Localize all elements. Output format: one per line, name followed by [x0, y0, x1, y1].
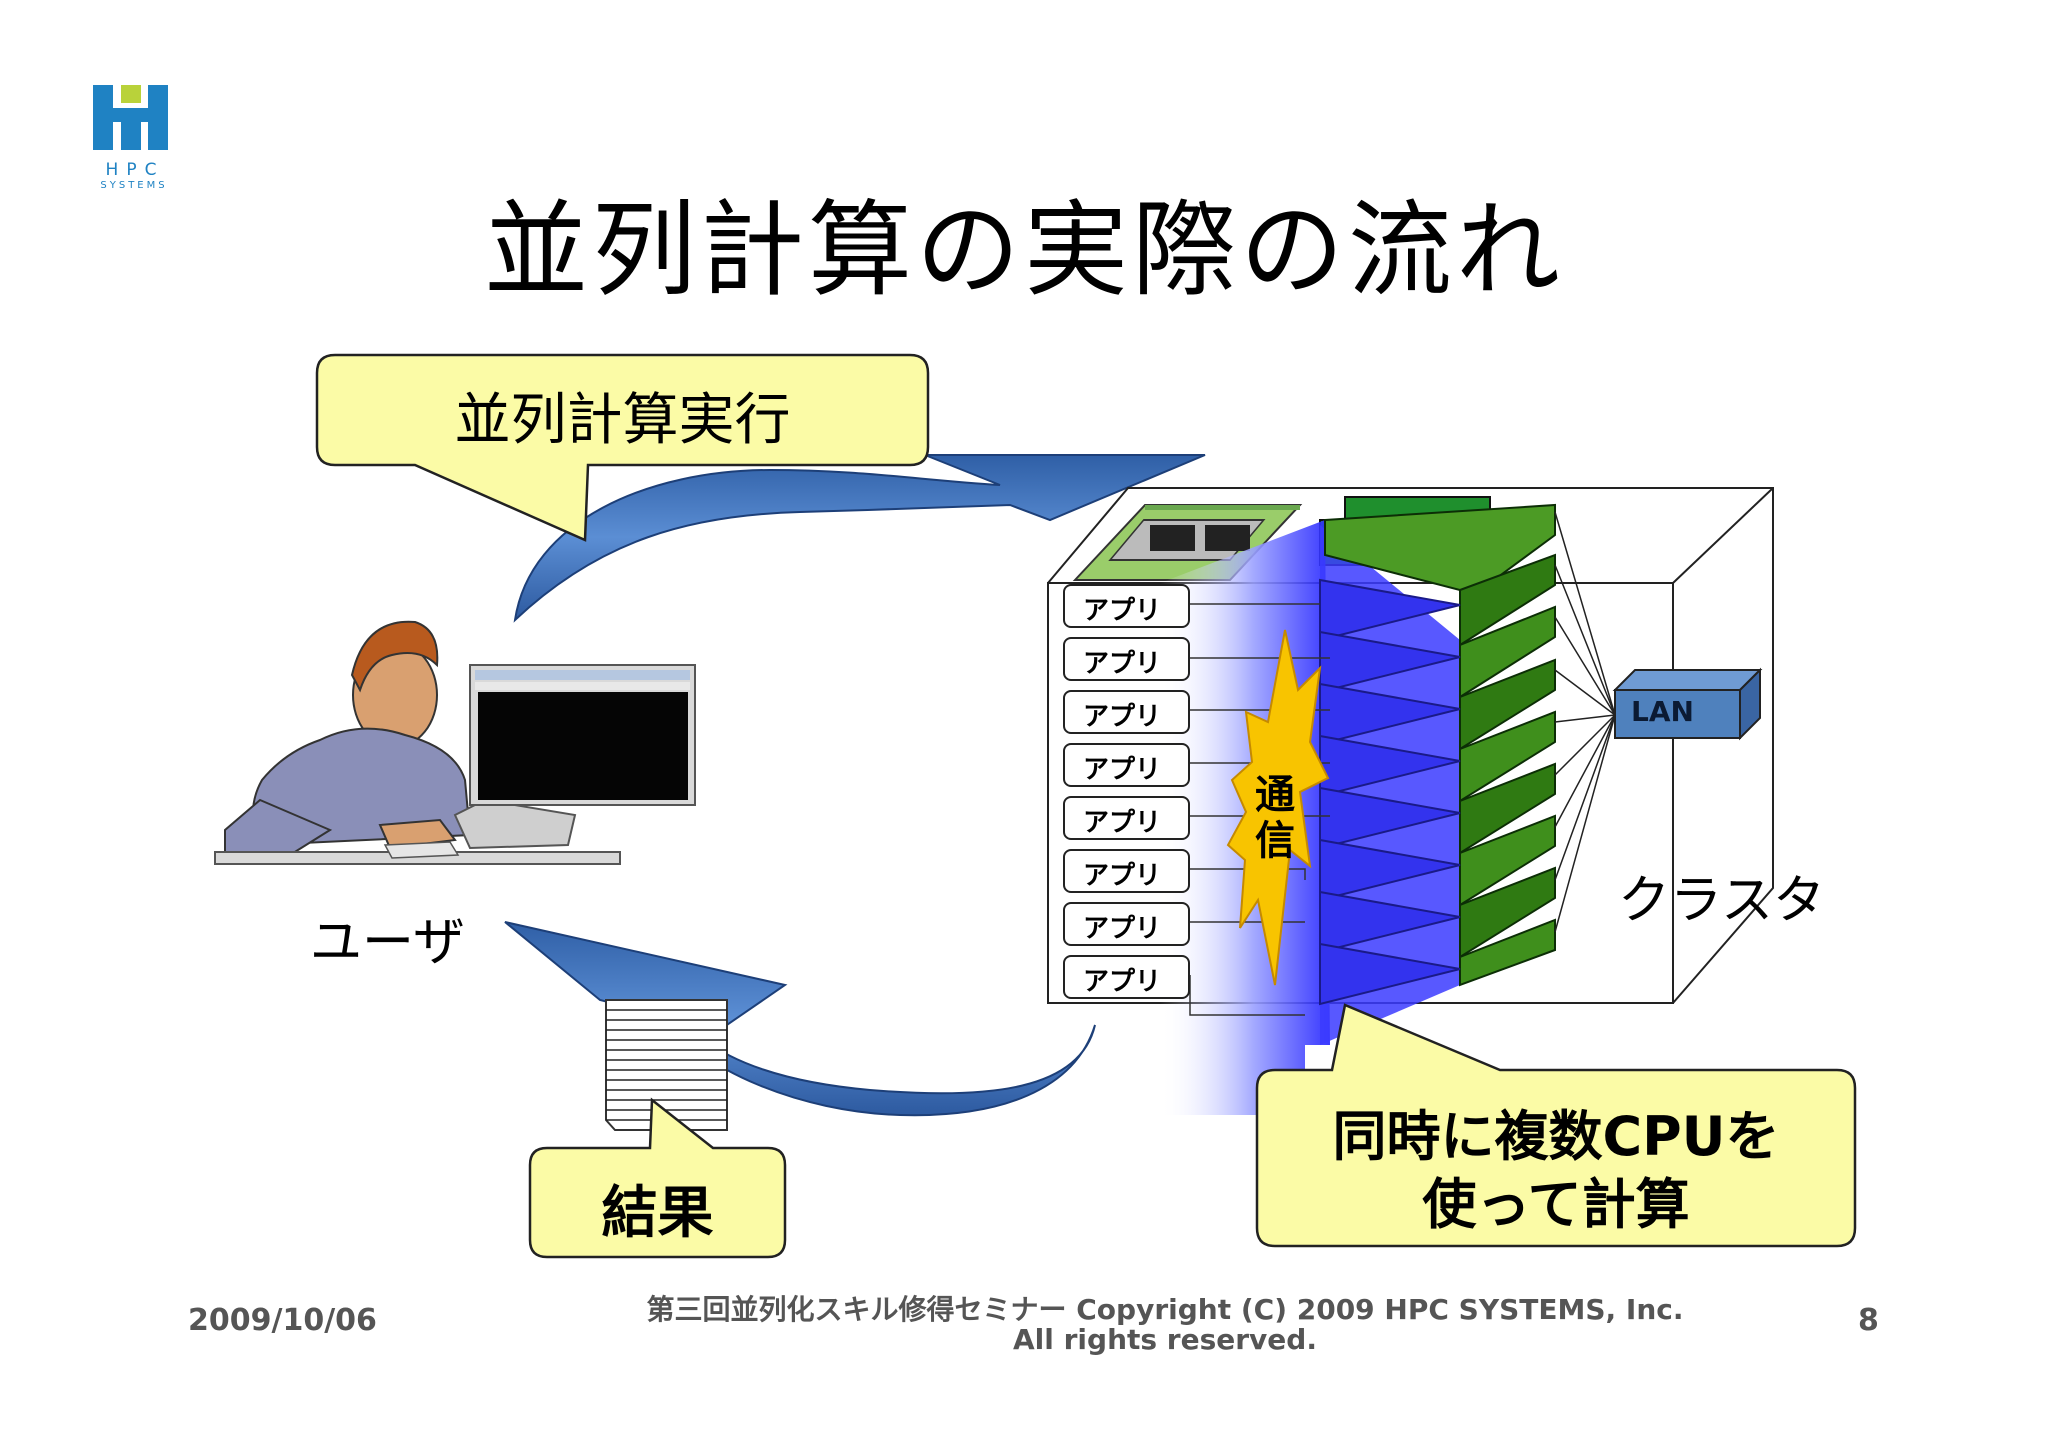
footer-copyright-2: All rights reserved.	[1013, 1323, 1317, 1356]
app-label: アプリ	[1083, 914, 1162, 944]
lan-box	[1612, 667, 1763, 741]
app-box: アプリ	[1063, 796, 1190, 840]
communication-label-2: 信	[1255, 818, 1295, 864]
result-document	[605, 999, 728, 1131]
app-label: アプリ	[1083, 861, 1162, 891]
app-label: アプリ	[1083, 808, 1162, 838]
callout-result-text: 結果	[601, 1181, 714, 1246]
callout-execute-shape	[315, 353, 930, 542]
board-stack	[1324, 503, 1556, 987]
communication-label-1: 通	[1255, 772, 1295, 818]
app-box: アプリ	[1063, 584, 1190, 628]
callout-parallel-text-2: 使って計算	[1422, 1173, 1690, 1236]
page-title: 並列計算の実際の流れ	[483, 189, 1564, 311]
app-box: アプリ	[1063, 637, 1190, 681]
app-label: アプリ	[1083, 702, 1162, 732]
user-illustration	[214, 620, 621, 865]
app-label: アプリ	[1083, 649, 1162, 679]
footer-copyright-1: 第三回並列化スキル修得セミナー Copyright (C) 2009 HPC S…	[646, 1293, 1684, 1326]
app-box: アプリ	[1063, 955, 1190, 999]
logo-text-hpc: HPC	[105, 160, 165, 180]
callout-parallel-shape	[1255, 1003, 1857, 1248]
lan-label: LAN	[1631, 695, 1694, 728]
lan-cables	[1554, 511, 1616, 933]
communication-burst	[1226, 629, 1330, 986]
callout-result-shape	[528, 1097, 787, 1259]
logo-text-systems: SYSTEMS	[100, 180, 168, 191]
callout-execute-text: 並列計算実行	[454, 388, 791, 453]
footer-date: 2009/10/06	[188, 1303, 377, 1338]
app-box: アプリ	[1063, 743, 1190, 787]
app-label: アプリ	[1083, 596, 1162, 626]
footer-page-number: 8	[1858, 1303, 1879, 1338]
monitor-illustration	[453, 664, 696, 850]
hpc-logo	[93, 85, 168, 150]
app-box: アプリ	[1063, 902, 1190, 946]
callout-parallel-text-1: 同時に複数CPUを	[1332, 1105, 1780, 1168]
result-arrow	[504, 921, 1096, 1117]
app-box: アプリ	[1063, 690, 1190, 734]
app-box: アプリ	[1063, 849, 1190, 893]
board-wedges	[1319, 578, 1461, 1006]
app-label: アプリ	[1083, 755, 1162, 785]
user-label: ユーザ	[310, 913, 465, 973]
app-label: アプリ	[1083, 967, 1162, 997]
cluster-label: クラスタ	[1618, 871, 1825, 931]
